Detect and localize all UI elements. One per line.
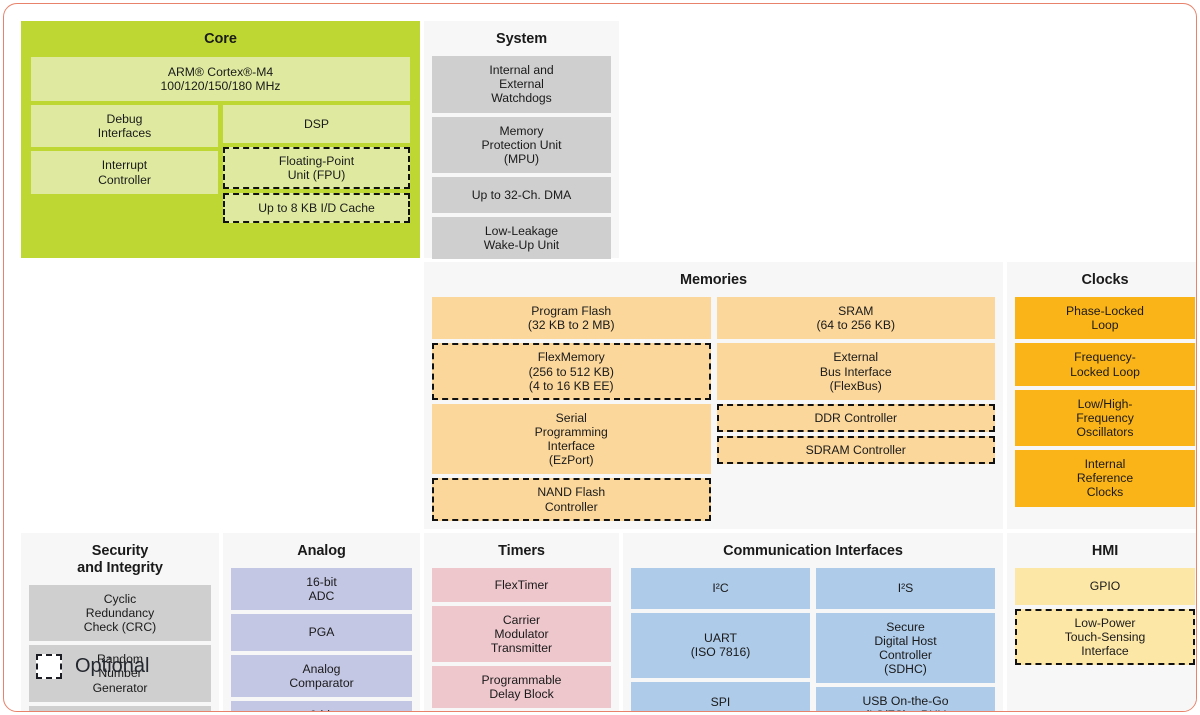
memories-column-1: Program Flash(32 KB to 2 MB) FlexMemory(…	[432, 297, 711, 521]
panel-communication-interfaces: Communication Interfaces I²C UART(ISO 78…	[623, 532, 1003, 711]
block-pga: PGA	[231, 614, 412, 652]
comm-columns: I²C UART(ISO 7816) SPI CAN IEEE® 1588Eth…	[631, 567, 995, 711]
block-arm-cortex-m4: ARM® Cortex®-M4 100/120/150/180 MHz	[31, 57, 410, 102]
block-i2c: I²C	[631, 567, 810, 609]
panel-title-clocks: Clocks	[1081, 272, 1129, 288]
panel-title-timers: Timers	[498, 542, 545, 559]
block-dma: Up to 32-Ch. DMA	[432, 176, 611, 213]
block-id-cache: Up to 8 KB I/D Cache	[223, 193, 410, 224]
block-usb-otg-lsfs: USB On-the-Go(LS/FS) + PHY	[816, 687, 995, 711]
block-gpio: GPIO	[1015, 567, 1195, 605]
block-i2s: I²S	[816, 567, 995, 609]
block-sram: SRAM(64 to 256 KB)	[716, 297, 995, 340]
block-6bit-dac: 6-bitDAC	[231, 701, 412, 711]
block-dsp: DSP	[223, 105, 410, 144]
block-ddr-controller: DDR Controller	[716, 403, 995, 432]
panel-memories: Memories Program Flash(32 KB to 2 MB) Fl…	[424, 262, 1003, 529]
comm-column-1: I²C UART(ISO 7816) SPI CAN IEEE® 1588Eth…	[631, 567, 810, 711]
panel-core: Core ARM® Cortex®-M4 100/120/150/180 MHz…	[21, 21, 420, 258]
legend-optional: Optional	[36, 654, 150, 679]
block-fll: Frequency-Locked Loop	[1015, 343, 1195, 386]
block-flexmemory: FlexMemory(256 to 512 KB)(4 to 16 KB EE)	[432, 343, 711, 400]
panel-title-system: System	[496, 31, 547, 47]
dashed-square-icon	[36, 654, 62, 679]
memories-columns: Program Flash(32 KB to 2 MB) FlexMemory(…	[432, 297, 995, 521]
block-spi: SPI	[631, 681, 810, 711]
panel-title-core: Core	[204, 31, 237, 47]
diagram-frame: Core ARM® Cortex®-M4 100/120/150/180 MHz…	[3, 3, 1197, 712]
block-cau: CryptographicAccelerationUnit (CAU)	[29, 705, 211, 711]
panel-title-memories: Memories	[680, 272, 747, 288]
panel-title-hmi: HMI	[1091, 542, 1119, 559]
block-program-flash: Program Flash(32 KB to 2 MB)	[432, 297, 711, 340]
legend-label: Optional	[75, 655, 150, 677]
panel-title-communication: Communication Interfaces	[723, 542, 903, 559]
block-flextimer: FlexTimer	[432, 567, 611, 602]
block-uart: UART(ISO 7816)	[631, 612, 810, 678]
core-cpu-text: ARM® Cortex®-M4 100/120/150/180 MHz	[160, 64, 281, 94]
block-diagram-grid: Core ARM® Cortex®-M4 100/120/150/180 MHz…	[21, 21, 1196, 711]
block-sdram-controller: SDRAM Controller	[716, 435, 995, 465]
panel-title-analog: Analog	[297, 542, 346, 559]
